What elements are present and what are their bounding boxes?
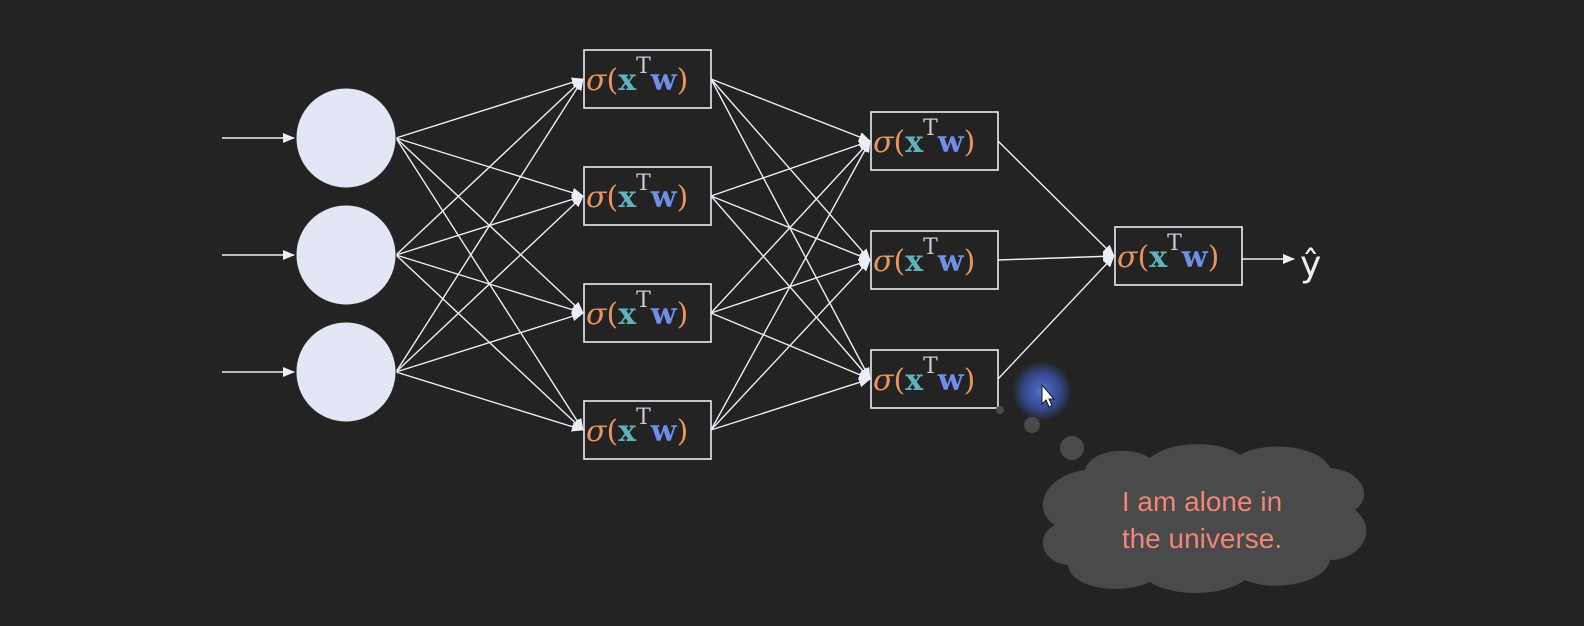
- activation-expression: σ(xTw): [873, 116, 975, 160]
- input-node-2: [295, 204, 397, 306]
- hidden2-neuron-2: σ(xTw): [870, 230, 999, 290]
- connections: [222, 77, 1295, 432]
- activation-expression: σ(xTw): [586, 288, 688, 332]
- thought-dot-large: [1060, 436, 1084, 460]
- hidden1-neuron-4: σ(xTw): [583, 400, 712, 460]
- edge-in3-h13: [395, 311, 584, 373]
- input-layer: [295, 87, 397, 423]
- activation-expression: σ(xTw): [873, 235, 975, 279]
- activation-expression: σ(xTw): [586, 171, 688, 215]
- hidden2-neuron-1: σ(xTw): [870, 111, 999, 171]
- edge-h22-out: [997, 251, 1115, 262]
- output-label: ŷ: [1300, 244, 1321, 285]
- neuron-layers: σ(xTw) σ(xTw) σ(xTw) σ(xTw) σ(xTw) σ(xTw) σ(xT…: [583, 49, 1243, 460]
- thought-cloud: [1042, 444, 1367, 593]
- arrow-pointer-icon: [1041, 383, 1056, 408]
- edge-h12-h21: [710, 139, 871, 197]
- edge-h11-h23: [710, 78, 871, 380]
- input-node-3: [295, 321, 397, 423]
- activation-expression: σ(xTw): [586, 405, 688, 449]
- neuron-border: [583, 166, 712, 226]
- edge-in3-h14: [395, 371, 584, 432]
- edge-h11-h21: [710, 78, 871, 142]
- neuron-border: [583, 283, 712, 343]
- activation-expression: σ(xTw): [1117, 231, 1219, 275]
- activation-expression: σ(xTw): [873, 354, 975, 398]
- neuron-border: [1114, 226, 1243, 286]
- neuron-border: [870, 111, 999, 171]
- neuron-border: [583, 49, 712, 109]
- edge-h14-h21: [710, 140, 871, 431]
- neuron-border: [870, 230, 999, 290]
- thought-dot-small: [996, 406, 1004, 414]
- activation-expression: σ(xTw): [586, 54, 688, 98]
- edge-in3-h12: [395, 195, 584, 373]
- edge-in3-h11: [395, 78, 584, 373]
- hidden1-neuron-2: σ(xTw): [583, 166, 712, 226]
- edge-h14-h23: [710, 377, 871, 431]
- thought-dot-medium: [1024, 417, 1040, 433]
- edge-h12-h23: [710, 195, 871, 380]
- output-neuron: σ(xTw): [1114, 226, 1243, 286]
- edge-h14-h22: [710, 259, 871, 431]
- cursor-highlight: [1012, 361, 1072, 421]
- edge-in2-h11: [395, 78, 584, 256]
- hidden1-neuron-3: σ(xTw): [583, 283, 712, 343]
- edge-h13-h21: [710, 140, 871, 314]
- thought-bubble: I am alone in the universe.: [996, 406, 1367, 593]
- neuron-border: [870, 349, 999, 409]
- edge-in1-h11: [395, 77, 584, 139]
- thought-text-line1: I am alone in: [1122, 486, 1282, 517]
- input-node-1: [295, 87, 397, 189]
- thought-text-line2: the universe.: [1122, 523, 1282, 554]
- hidden1-neuron-1: σ(xTw): [583, 49, 712, 109]
- edge-h21-out: [997, 140, 1115, 257]
- edge-h11-h22: [710, 78, 871, 261]
- neuron-border: [583, 400, 712, 460]
- edge-h23-out: [997, 255, 1115, 380]
- hidden2-neuron-3: σ(xTw): [870, 349, 999, 409]
